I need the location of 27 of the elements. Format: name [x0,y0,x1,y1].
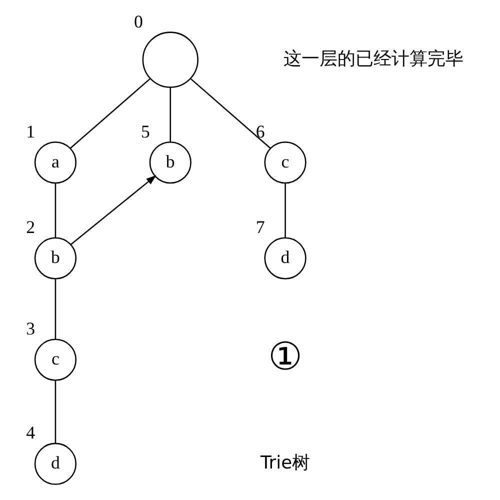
node-circle: c [34,338,76,381]
connector [69,78,150,149]
node-label: 6 [255,121,264,142]
node-label: 2 [26,217,35,238]
label: 这一层的已经计算完毕 [282,48,463,70]
node-circle [142,32,198,88]
label: ① [268,334,302,380]
node-label: 7 [255,217,264,238]
node-label: 5 [140,121,150,142]
node-circle: a [34,141,76,184]
connector [169,87,171,142]
node-label: 1 [26,121,35,142]
node-circle: b [148,141,191,184]
node-circle: d [34,442,76,485]
label: Trie树 [260,452,310,474]
node-label: 4 [26,422,35,443]
node-label: 3 [26,318,35,339]
node-circle: c [264,141,306,184]
connector [54,380,56,444]
connector [284,183,286,238]
node-label: 0 [133,11,142,32]
node-circle: b [34,237,76,280]
arrow [70,175,156,246]
connector [54,279,56,340]
node-circle: d [264,237,306,280]
connector [54,183,56,238]
connector [190,78,270,149]
